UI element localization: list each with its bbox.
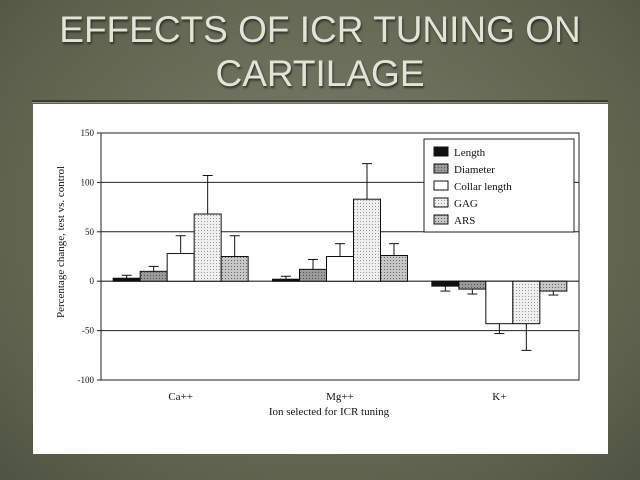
legend-label: GAG [454,198,478,210]
x-tick-label: K+ [492,391,506,403]
bar [539,280,568,292]
plot-frame [100,132,580,381]
bar [431,280,460,287]
x-tick-label: Ca++ [168,391,193,403]
legend-swatch [433,197,449,208]
bar [380,255,408,282]
x-axis-label: Ion selected for ICR tuning [269,406,390,418]
slide-title-line2: CARTILAGE [215,53,425,94]
y-tick-label: 100 [81,177,95,187]
y-tick-label: 0 [90,276,95,286]
y-tick-label: 150 [81,128,95,138]
bar [299,268,327,282]
legend-label: ARS [454,215,475,227]
bar [512,280,541,325]
bar [326,256,354,282]
bars-layer [112,163,568,351]
legend-swatch [433,214,449,225]
y-axis-label: Percentage change, test vs. control [55,166,67,318]
y-tick-label: 50 [85,227,95,237]
legend-label: Collar length [454,181,512,193]
bar [458,280,487,290]
y-tick-label: -100 [78,375,95,385]
bar [112,277,141,282]
legend-box [423,138,575,233]
slide-title-line1: EFFECTS OF ICR TUNING ON [59,9,581,50]
legend-swatch [433,163,449,174]
legend-swatch [433,146,449,157]
legend-label: Diameter [454,164,495,176]
bar [485,280,514,325]
bar [139,270,168,282]
x-tick-label: Mg++ [326,391,354,403]
slide-title: EFFECTS OF ICR TUNING ON CARTILAGE [0,8,640,96]
bar [272,278,300,282]
legend-label: Length [454,147,486,159]
title-divider [32,100,608,102]
bar [193,213,222,282]
bar [166,253,195,282]
bar [353,198,381,282]
bar [220,256,249,282]
legend-swatch [433,180,449,191]
y-tick-label: -50 [82,326,94,336]
